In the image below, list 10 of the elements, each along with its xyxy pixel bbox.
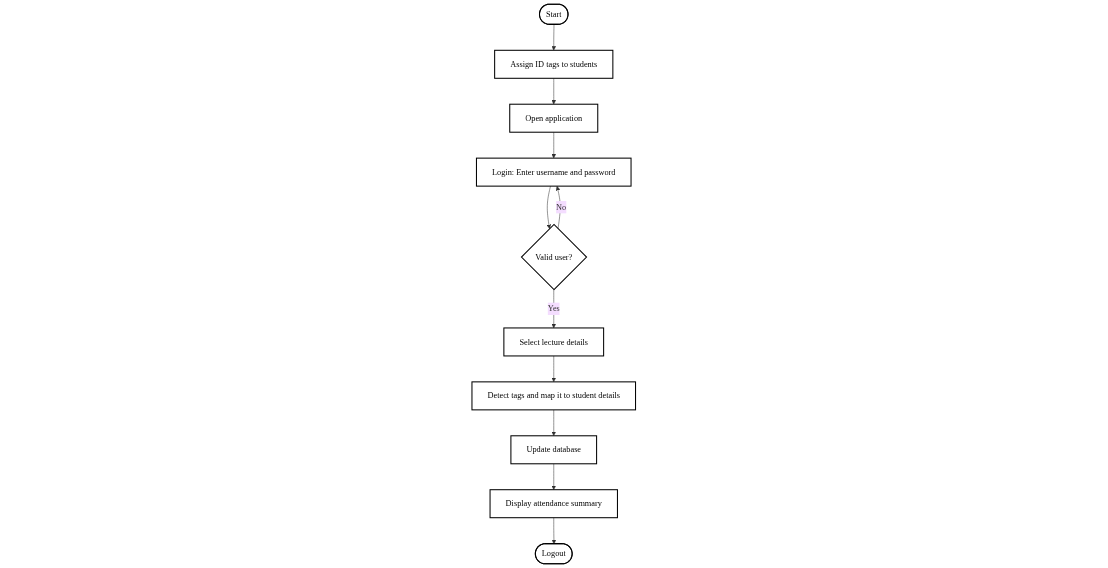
edge-label: Yes — [547, 304, 561, 313]
node-box: Assign ID tags to students — [494, 49, 614, 79]
node-box: Select lecture details — [503, 327, 605, 357]
node-box: Login: Enter username and password — [476, 157, 632, 187]
node-box: Update database — [510, 435, 598, 465]
node-box: Detect tags and map it to student details — [471, 381, 637, 411]
edge-label: No — [556, 202, 567, 212]
node-box: Open application — [509, 103, 599, 133]
node-box: Display attendance summary — [489, 489, 619, 519]
node-diamond: Valid user? — [521, 223, 588, 291]
